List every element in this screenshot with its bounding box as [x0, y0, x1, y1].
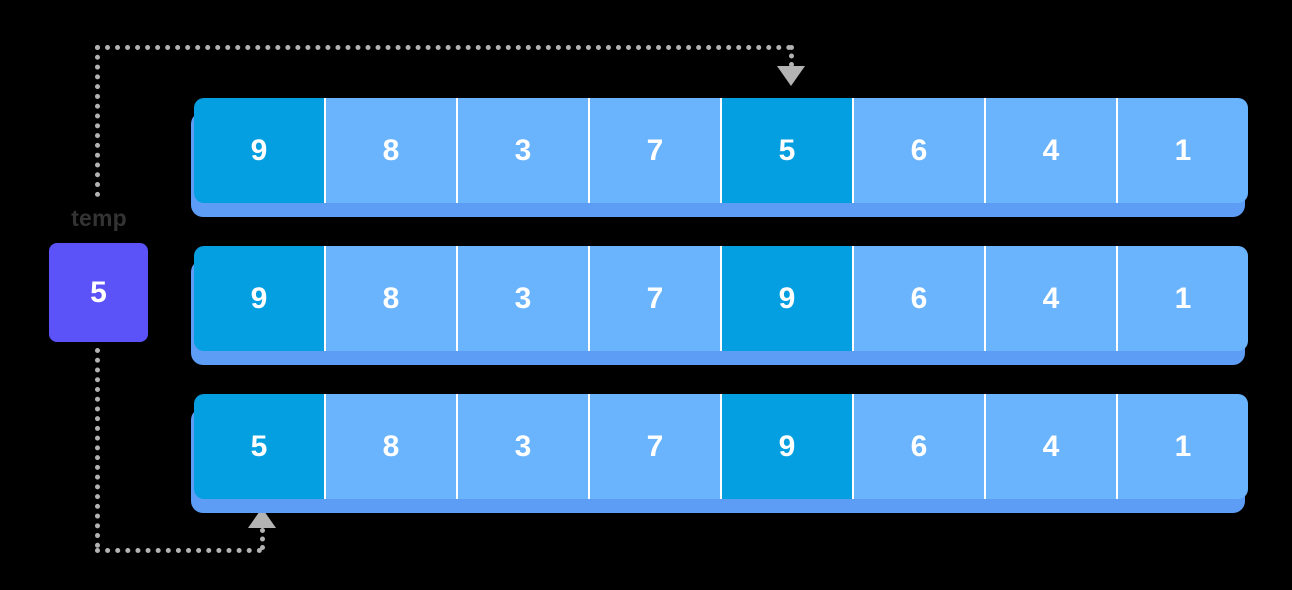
- array-row-2-cells: 9 8 3 7 9 6 4 1: [194, 246, 1248, 351]
- array-cell[interactable]: 9: [722, 394, 854, 499]
- array-cell[interactable]: 3: [458, 98, 590, 203]
- connector-segment-bottom-horizontal: [95, 548, 262, 553]
- array-cell[interactable]: 9: [722, 246, 854, 351]
- array-cell[interactable]: 4: [986, 394, 1118, 499]
- array-cell[interactable]: 9: [194, 246, 326, 351]
- array-cell[interactable]: 3: [458, 394, 590, 499]
- connector-segment-bottom-riser: [260, 528, 265, 550]
- array-row-2: 9 8 3 7 9 6 4 1: [191, 246, 1248, 365]
- array-row-1-cells: 9 8 3 7 5 6 4 1: [194, 98, 1248, 203]
- array-cell[interactable]: 7: [590, 246, 722, 351]
- connector-segment-top-horizontal: [95, 45, 792, 50]
- array-cell[interactable]: 5: [722, 98, 854, 203]
- array-cell[interactable]: 1: [1118, 394, 1248, 499]
- array-row-3: 5 8 3 7 9 6 4 1: [191, 394, 1248, 513]
- array-cell[interactable]: 6: [854, 394, 986, 499]
- array-cell[interactable]: 8: [326, 246, 458, 351]
- array-row-3-cells: 5 8 3 7 9 6 4 1: [194, 394, 1248, 499]
- connector-segment-left-vertical-lower: [95, 348, 100, 548]
- array-cell[interactable]: 3: [458, 246, 590, 351]
- array-cell[interactable]: 7: [590, 98, 722, 203]
- connector-segment-right-vertical: [789, 45, 794, 67]
- array-cell[interactable]: 1: [1118, 246, 1248, 351]
- array-cell[interactable]: 7: [590, 394, 722, 499]
- array-cell[interactable]: 8: [326, 98, 458, 203]
- array-cell[interactable]: 9: [194, 98, 326, 203]
- array-cell[interactable]: 6: [854, 98, 986, 203]
- array-cell[interactable]: 6: [854, 246, 986, 351]
- temp-label: temp: [71, 205, 127, 231]
- connector-segment-left-vertical-upper: [95, 45, 100, 197]
- temp-value-box[interactable]: 5: [49, 243, 148, 342]
- array-cell[interactable]: 5: [194, 394, 326, 499]
- arrow-down-icon: [777, 66, 805, 86]
- arrow-up-icon: [248, 508, 276, 528]
- array-cell[interactable]: 1: [1118, 98, 1248, 203]
- array-cell[interactable]: 8: [326, 394, 458, 499]
- array-cell[interactable]: 4: [986, 98, 1118, 203]
- array-cell[interactable]: 4: [986, 246, 1118, 351]
- array-row-1: 9 8 3 7 5 6 4 1: [191, 98, 1248, 217]
